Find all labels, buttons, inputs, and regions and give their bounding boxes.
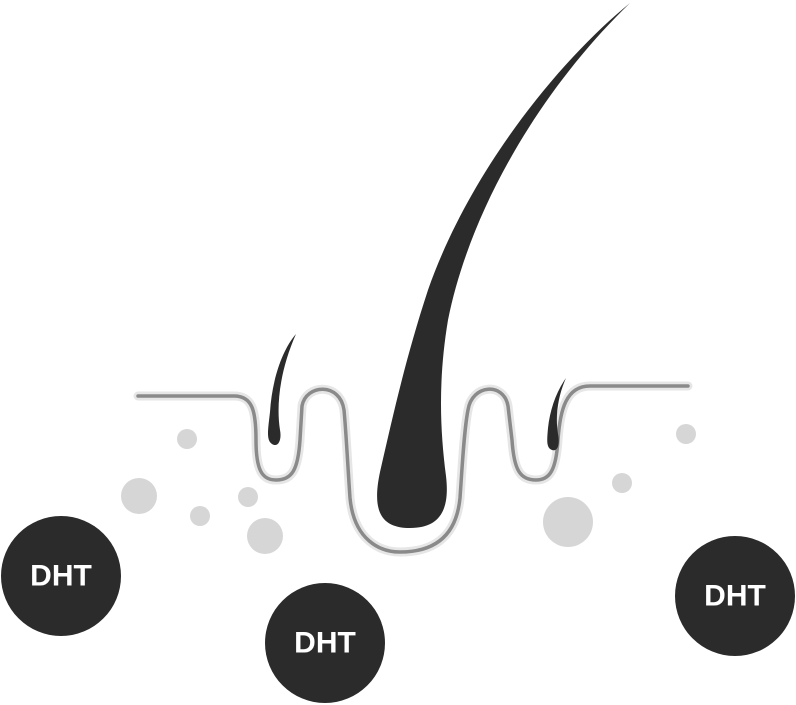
dht-label: DHT	[30, 560, 92, 593]
particle	[676, 424, 696, 444]
dht-circle	[1, 516, 121, 636]
particles	[121, 424, 696, 554]
particle	[238, 487, 258, 507]
dht-molecule: DHT	[1, 516, 121, 636]
particle	[543, 497, 593, 547]
particle	[121, 478, 157, 514]
dht-circle	[675, 536, 795, 656]
particle	[247, 518, 283, 554]
dht-molecule: DHT	[675, 536, 795, 656]
main-hair-strand	[377, 3, 630, 528]
dht-circle	[265, 583, 385, 703]
particle	[177, 429, 197, 449]
dht-label: DHT	[294, 627, 356, 660]
particle	[612, 473, 632, 493]
dht-label: DHT	[704, 580, 766, 613]
dht-molecule: DHT	[265, 583, 385, 703]
particle	[190, 506, 210, 526]
skin-outline	[136, 384, 690, 554]
small-hair-right	[547, 378, 566, 451]
skin-surface	[133, 381, 693, 557]
small-hair-left	[268, 334, 296, 446]
